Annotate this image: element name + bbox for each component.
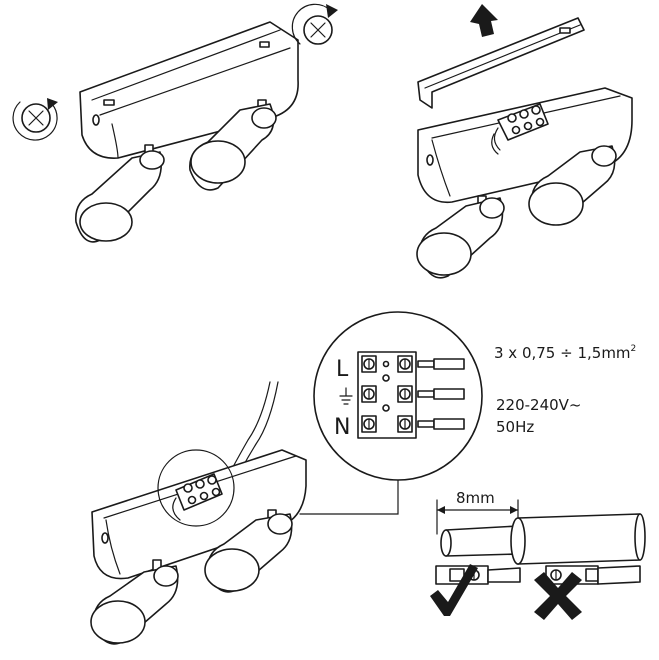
- spotlight: [189, 103, 277, 191]
- step1-fixture: [75, 21, 299, 243]
- incorrect-connection: [545, 565, 641, 585]
- earth-ground-icon: [339, 387, 353, 405]
- step3-fixture: [90, 381, 399, 645]
- strip-length-label: 8mm: [456, 489, 495, 507]
- wire-lead: [417, 388, 465, 400]
- spotlight: [416, 197, 505, 279]
- wire-lead: [417, 418, 465, 430]
- terminal-block: [491, 103, 549, 155]
- terminal-row: [361, 415, 413, 433]
- strip-length-detail: 8mm: [436, 489, 646, 565]
- terminal-row: [361, 385, 413, 403]
- voltage-spec: 220-240V~: [496, 396, 582, 414]
- arrow-up-icon: [470, 4, 498, 37]
- spotlight: [528, 145, 617, 226]
- screw-unscrew-icon: [291, 3, 338, 45]
- screw-unscrew-icon: [12, 98, 58, 141]
- cross-icon: [534, 572, 582, 620]
- frequency-spec: 50Hz: [496, 418, 534, 436]
- check-icon: [430, 564, 478, 616]
- terminal-zoom: L N: [313, 311, 483, 481]
- correct-connection: [435, 565, 521, 585]
- spotlight: [90, 565, 179, 645]
- spotlight: [75, 150, 165, 243]
- terminal-block: [172, 473, 223, 521]
- spotlight: [204, 513, 293, 593]
- wire-size-spec: 3 x 0,75 ÷ 1,5mm2: [494, 344, 636, 362]
- terminal-row: [361, 355, 413, 373]
- wire-lead: [417, 358, 465, 370]
- terminal-label-neutral: N: [334, 415, 350, 440]
- terminal-label-live: L: [336, 357, 349, 382]
- step2-fixture: [416, 17, 633, 279]
